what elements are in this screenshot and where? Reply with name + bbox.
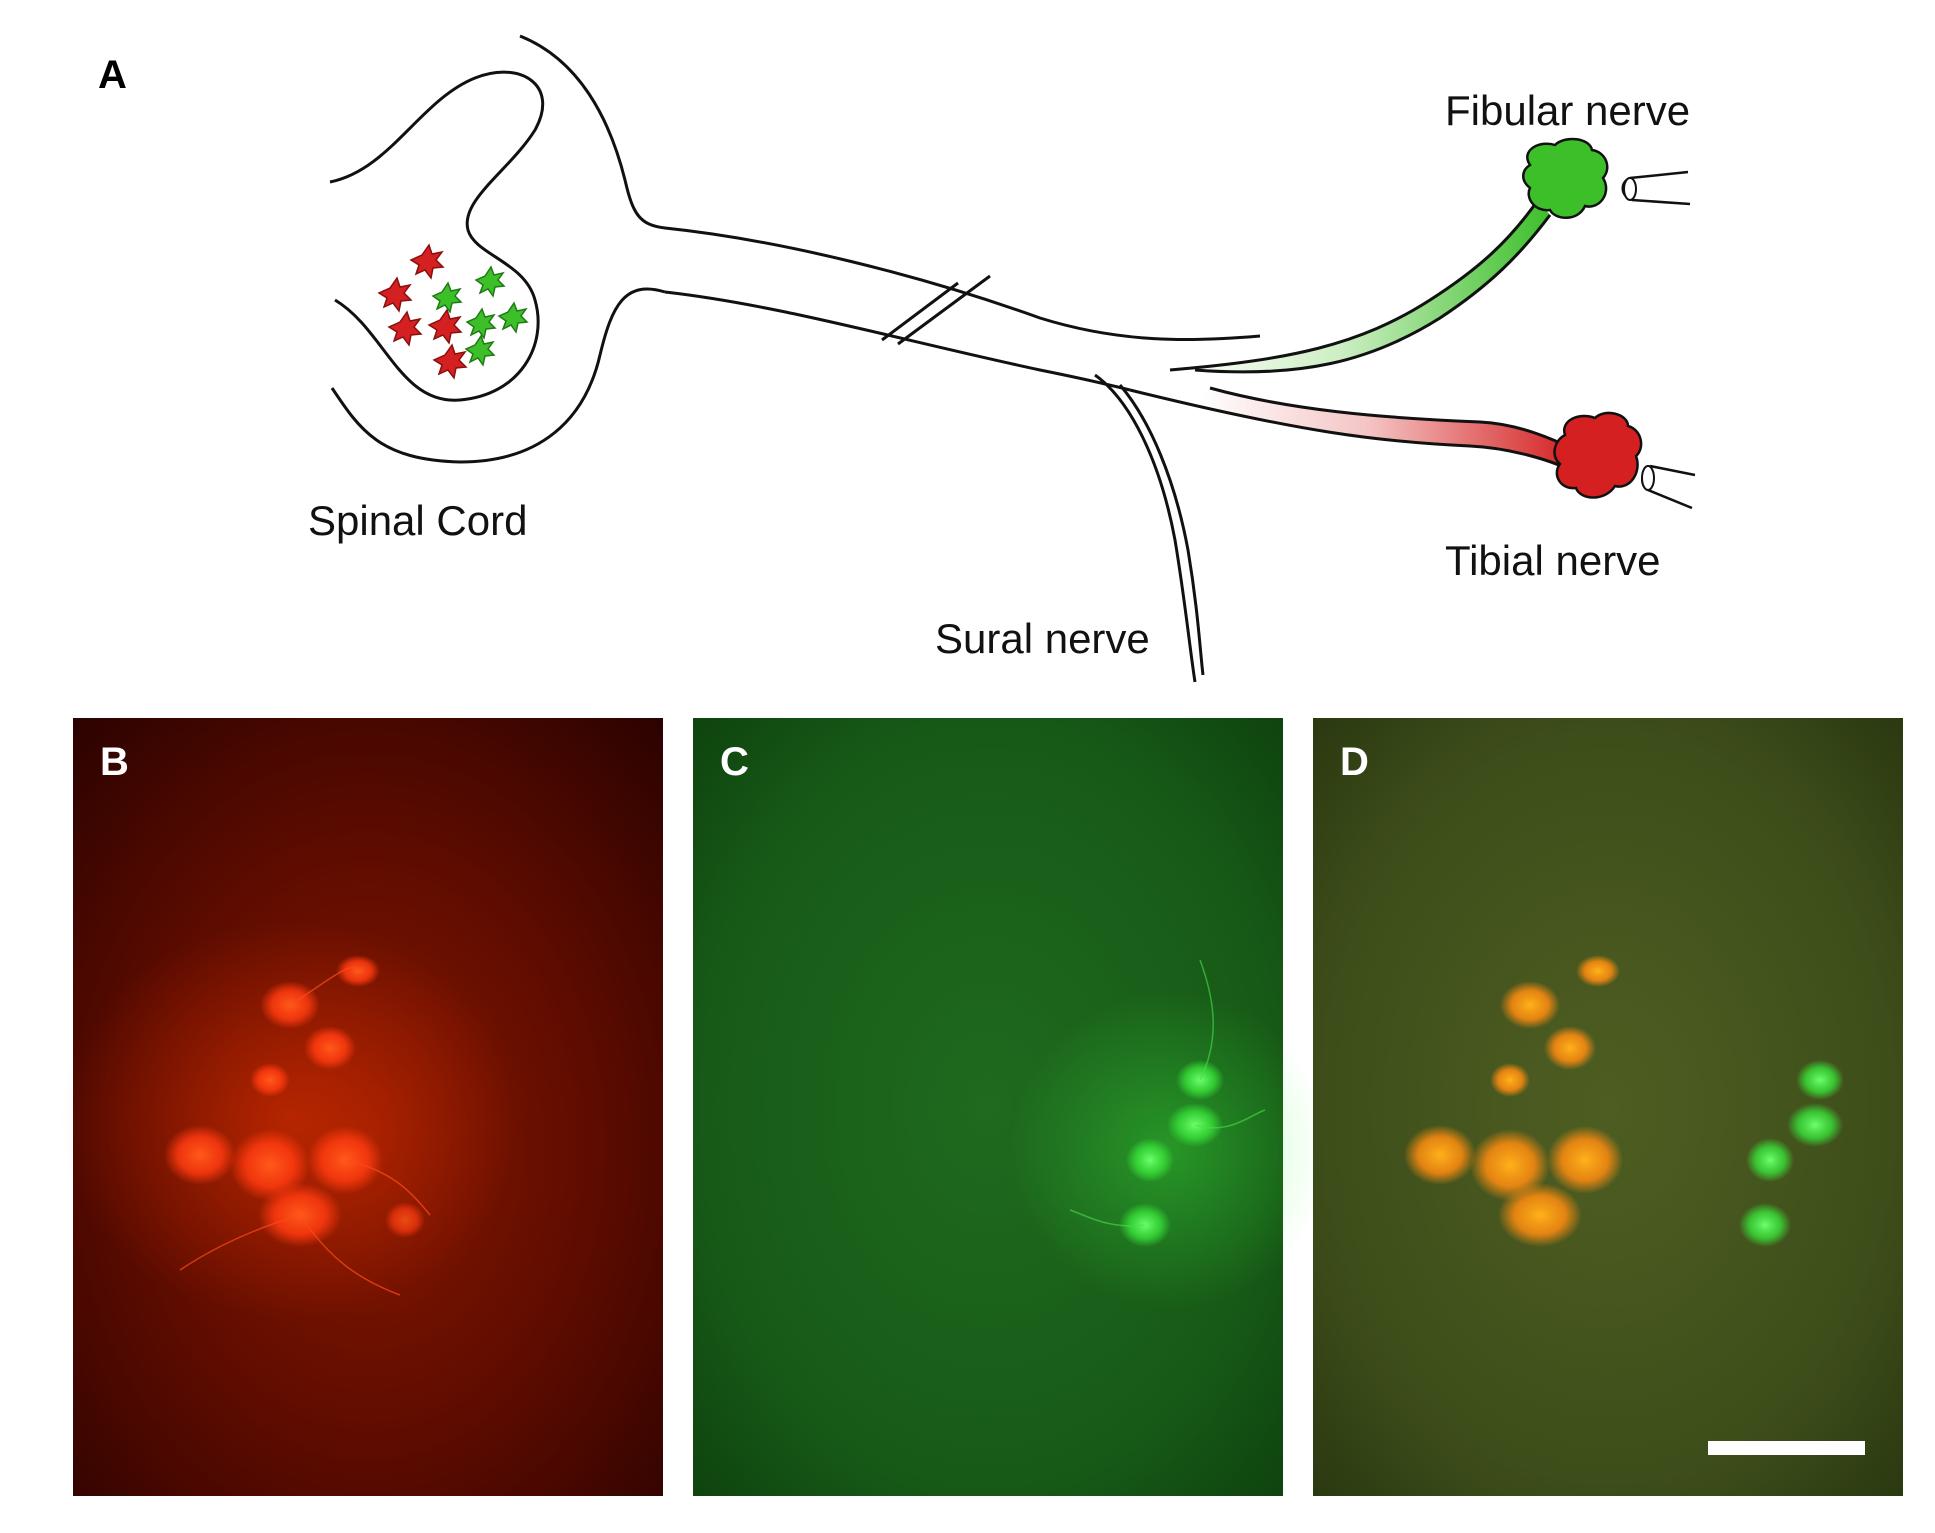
panel-d-red-cells bbox=[1404, 955, 1623, 1247]
panel-b-letter: B bbox=[100, 740, 129, 784]
tibial-tracer-depot bbox=[1553, 411, 1643, 499]
cut-mark bbox=[897, 274, 991, 346]
tibial-motoneuron-pool bbox=[377, 243, 468, 380]
fibular-motoneuron-pool bbox=[431, 265, 529, 367]
panel-c: C bbox=[693, 718, 1330, 1496]
nerve-trunk-upper bbox=[519, 34, 1261, 342]
panel-d: D bbox=[1313, 718, 1903, 1496]
nerve-trunk-lower bbox=[664, 290, 1131, 392]
panel-b: B bbox=[60, 718, 663, 1496]
fibular-branch bbox=[1170, 200, 1550, 372]
panel-a: A bbox=[98, 34, 1696, 683]
sural-branch bbox=[1094, 373, 1197, 683]
fibular-tracer-depot bbox=[1522, 137, 1609, 219]
panel-a-letter: A bbox=[98, 53, 127, 97]
spinal-cord-lower-outline bbox=[330, 287, 666, 464]
panel-c-letter: C bbox=[720, 740, 749, 784]
tibial-nerve-label: Tibial nerve bbox=[1445, 537, 1661, 584]
fibular-nerve-label: Fibular nerve bbox=[1445, 87, 1690, 134]
spinal-cord-label: Spinal Cord bbox=[308, 497, 527, 544]
spinal-cord-outline bbox=[329, 70, 545, 402]
cut-mark bbox=[881, 281, 959, 342]
sural-nerve-label: Sural nerve bbox=[935, 615, 1150, 662]
tibial-branch bbox=[1200, 388, 1575, 470]
scale-bar bbox=[1708, 1441, 1865, 1455]
panel-d-letter: D bbox=[1340, 740, 1369, 784]
